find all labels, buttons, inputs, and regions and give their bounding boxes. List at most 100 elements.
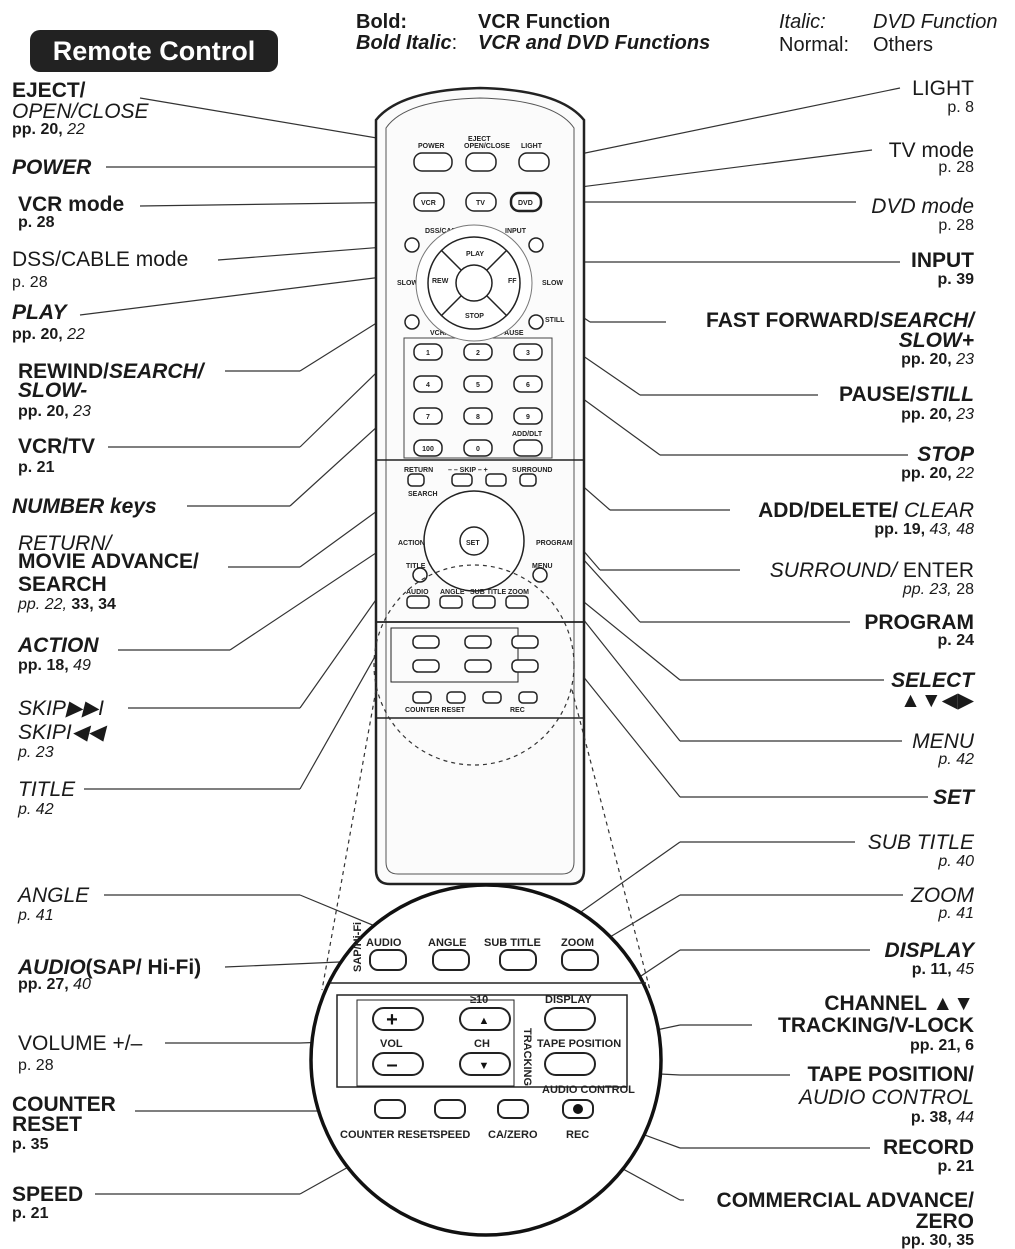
key-normal-term: Normal: [779,34,850,56]
label-skip-back: SKIPI◀◀ [18,721,104,744]
label-volume: VOLUME +/– [18,1032,143,1055]
label-skip-forward: SKIP▶▶I [18,697,104,720]
label-eject-pages: pp. 20, 22 [12,121,85,138]
label-display-pages: p. 11, 45 [911,961,974,978]
remote-lower-buttons [390,627,539,704]
label-menu: MENU [912,730,974,753]
label-input-page: p. 39 [937,271,974,288]
svg-text:–: – [386,1054,397,1076]
remote-tv-label: TV [476,200,485,207]
label-tape-position: TAPE POSITION/ [807,1063,974,1086]
label-openclose: OPEN/CLOSE [12,100,149,123]
zoom-angle-label: ANGLE [428,937,467,949]
number-key-label-1: 1 [426,350,430,357]
label-rewind-slow: SLOW- [18,379,88,402]
label-power: POWER [12,156,92,179]
label-add-delete: ADD/DELETE/ CLEAR [758,499,974,522]
key-italic-term: Italic: [779,11,826,33]
zoom-tracking-label: TRACKING [521,1028,533,1086]
remote-pause-label: PAUSE [500,330,524,337]
remote-zoom-label: ZOOM [508,589,529,596]
label-audio-control: AUDIO CONTROL [798,1086,974,1109]
label-rewind: REWIND/SEARCH/ [18,360,204,383]
label-stop-pages: pp. 20, 22 [901,465,974,482]
number-key-3 [513,343,543,361]
remote-slow-plus-label: SLOW [542,280,563,287]
key-normal-meaning: Others [873,34,934,56]
zoom-guides [321,564,651,991]
remote-still-label: STILL [545,317,565,324]
svg-text:+: + [386,1009,398,1031]
number-key-label-7: 7 [426,414,430,421]
label-zoom: ZOOM [911,884,974,907]
label-tv-mode: TV mode [888,139,974,162]
label-angle: ANGLE [18,884,90,907]
remote-angle-label: ANGLE [440,589,465,596]
label-subtitle-page: p. 40 [938,853,974,870]
number-key-label-9: 9 [526,414,530,421]
zoom-vol-label: VOL [380,1038,403,1050]
remote-subtitle-label: SUB TITLE [470,589,506,596]
number-key-label-3: 3 [526,350,530,357]
label-action: ACTION [18,634,99,657]
zoom-subtitle-label: SUB TITLE [484,937,541,949]
number-key-7 [413,407,443,425]
number-key-label-6: 6 [526,382,530,389]
label-pause-pages: pp. 20, 23 [901,406,974,423]
add-delete-key [513,439,543,457]
remote-play-label: PLAY [466,251,484,258]
number-key-100 [413,439,443,457]
label-search: SEARCH [18,573,107,596]
label-channel: CHANNEL ▲▼ [824,992,974,1015]
label-display: DISPLAY [884,939,974,962]
zoom-circle: + – ▲ ▼ [309,883,663,1237]
label-zero: ZERO [915,1210,974,1233]
label-stop: STOP [917,443,974,466]
label-add-pages: pp. 19, 43, 48 [874,521,974,538]
label-ff-pages: pp. 20, 23 [901,351,974,368]
label-zoom-page: p. 41 [938,905,974,922]
label-select-arrows: ▲▼◀▶ [900,689,974,712]
transport-ring [415,224,533,342]
remote-ff-label: FF [508,278,517,285]
label-movie-advance: MOVIE ADVANCE/ [18,550,199,573]
label-number-keys: NUMBER keys [12,495,157,518]
label-speed: SPEED [12,1183,84,1206]
number-key-9 [513,407,543,425]
label-program: PROGRAM [864,611,974,634]
label-tv-mode-page: p. 28 [938,159,974,176]
label-speed-page: p. 21 [12,1205,49,1222]
label-subtitle: SUB TITLE [867,831,974,854]
number-key-6 [513,375,543,393]
label-vcr-mode-page: p. 28 [18,214,55,231]
label-play-pages: pp. 20, 22 [12,326,85,343]
label-vcrtv: VCR/TV [18,435,96,458]
remote-top-buttons [404,152,550,330]
number-key-label-100: 100 [422,446,434,453]
label-commercial-advance: COMMERCIAL ADVANCE/ [716,1189,974,1212]
remote-stop-label: STOP [465,313,484,320]
number-key-label-2: 2 [476,350,480,357]
label-audio-pages: pp. 27, 40 [18,976,91,993]
label-vcr-mode: VCR mode [18,193,125,216]
number-key-8 [463,407,493,425]
label-title: TITLE [18,778,76,801]
label-dvd-mode: DVD mode [871,195,974,218]
label-dss: DSS/CABLE mode [12,248,189,271]
label-record-page: p. 21 [937,1158,974,1175]
remote-return-label: RETURN [404,467,433,474]
remote-vcrtv-label: VCR/TV [430,330,456,337]
zoom-rec-label: REC [566,1129,589,1141]
number-key-4 [413,375,443,393]
number-key-1 [413,343,443,361]
label-vcrtv-page: p. 21 [18,459,55,476]
number-key-label-4: 4 [426,382,430,389]
svg-text:▲: ▲ [479,1015,490,1027]
label-set: SET [933,786,974,809]
label-title-page: p. 42 [18,801,54,818]
label-fast-forward: FAST FORWARD/SEARCH/ [706,309,974,332]
zoom-zoom-label: ZOOM [561,937,594,949]
label-volume-page: p. 28 [18,1057,54,1074]
